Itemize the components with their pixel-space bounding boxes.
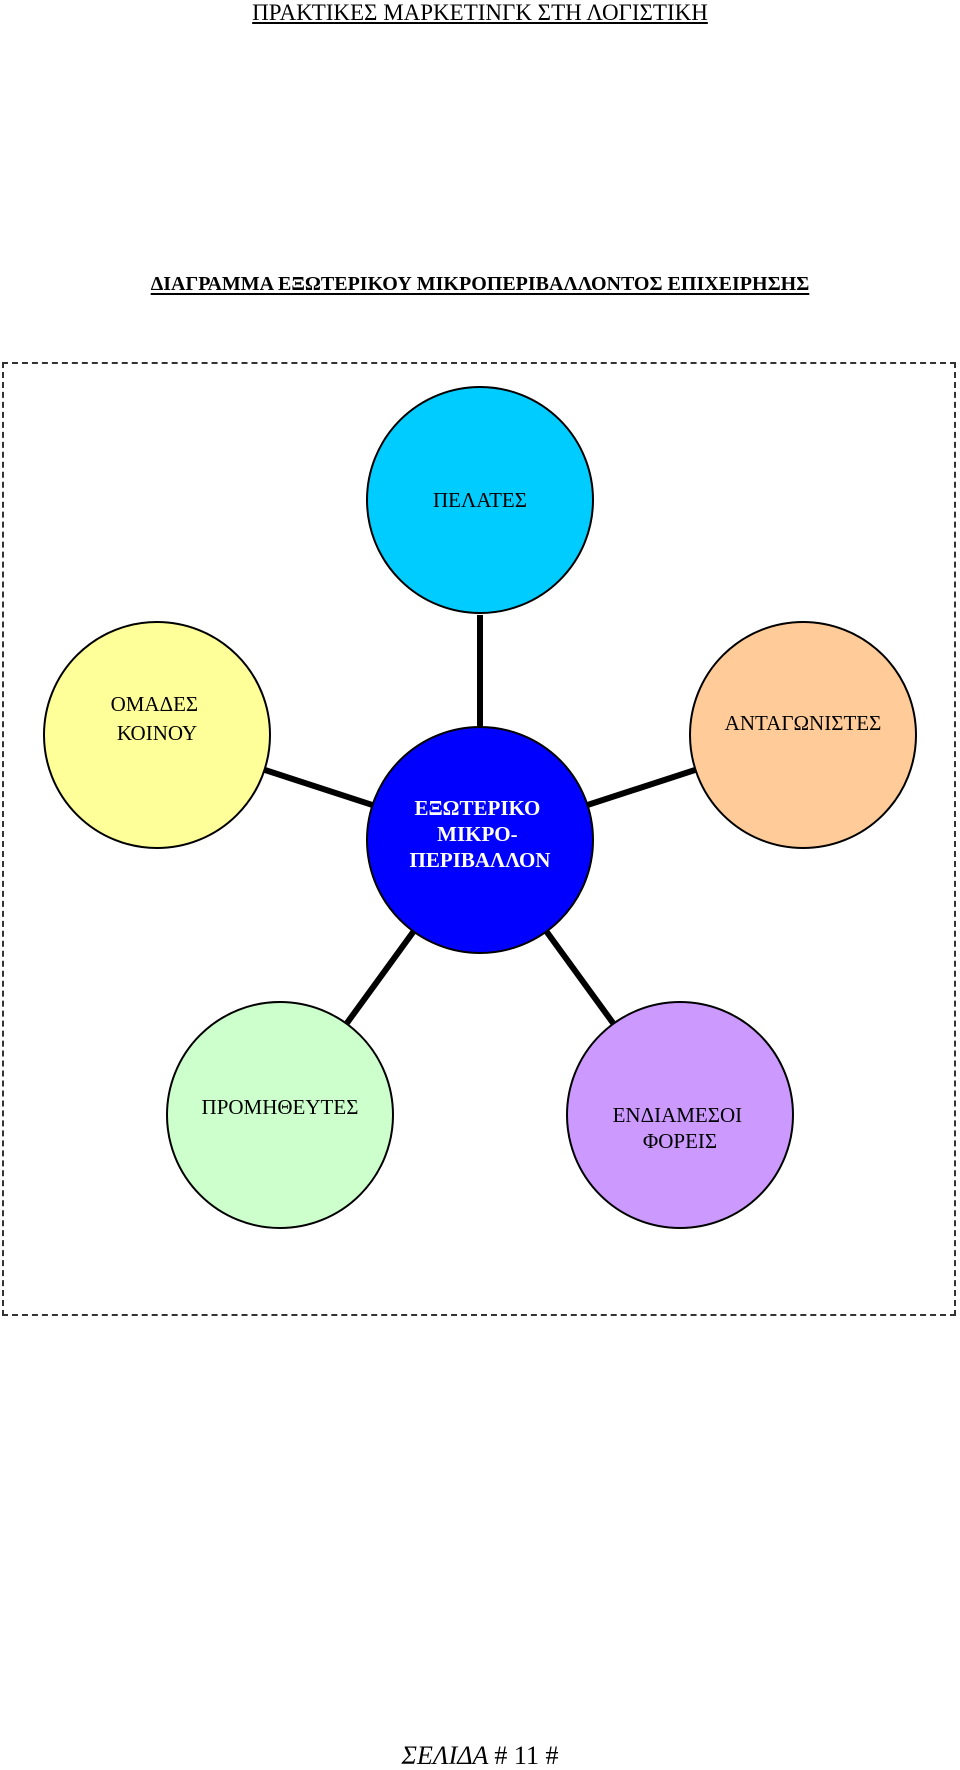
node-center: ΕΞΩΤΕΡΙΚΟ ΜΙΚΡΟ- ΠΕΡΙΒΑΛΛΟΝ xyxy=(366,726,594,954)
node-public-groups-label-line1: ΟΜΑΔΕΣ xyxy=(111,692,199,716)
svg-text:ΠΕΛΑΤΕΣ: ΠΕΛΑΤΕΣ xyxy=(433,488,527,512)
running-header: ΠΡΑΚΤΙΚΕΣ ΜΑΡΚΕΤΙΝΓΚ ΣΤΗ ΛΟΓΙΣΤΙΚΗ xyxy=(252,0,708,25)
node-customers-label: ΠΕΛΑΤΕΣ xyxy=(433,488,527,512)
center-label-line3: ΠΕΡΙΒΑΛΛΟΝ xyxy=(410,848,551,872)
node-customers: ΠΕΛΑΤΕΣ xyxy=(366,386,594,614)
svg-text:ΑΝΤΑΓΩΝΙΣΤΕΣ: ΑΝΤΑΓΩΝΙΣΤΕΣ xyxy=(725,711,882,735)
node-competitors-label: ΑΝΤΑΓΩΝΙΣΤΕΣ xyxy=(725,711,882,735)
page-footer: ΣΕΛΙΔΑ # 11 # xyxy=(0,1742,960,1770)
svg-text:ΟΜΑΔΕΣ ΚΟΙΝΟΥ: ΟΜΑΔΕΣ ΚΟΙΝΟΥ xyxy=(111,692,204,745)
center-label-line2: ΜΙΚΡΟ- xyxy=(437,822,517,846)
diagram-frame xyxy=(2,362,956,1316)
node-intermediaries-label-line1: ΕΝΔΙΑΜΕΣΟΙ xyxy=(613,1103,743,1127)
page-number: # 11 # xyxy=(494,1741,559,1770)
svg-text:ΠΡΟΜΗΘΕΥΤΕΣ: ΠΡΟΜΗΘΕΥΤΕΣ xyxy=(202,1095,359,1119)
node-competitors: ΑΝΤΑΓΩΝΙΣΤΕΣ xyxy=(689,621,917,849)
node-intermediaries: ΕΝΔΙΑΜΕΣΟΙ ΦΟΡΕΙΣ xyxy=(566,1001,794,1229)
diagram-title: ΔΙΑΓΡΑΜΜΑ ΕΞΩΤΕΡΙΚΟΥ ΜΙΚΡΟΠΕΡΙΒΑΛΛΟΝΤΟΣ … xyxy=(150,273,810,295)
center-label-line1: ΕΞΩΤΕΡΙΚΟ xyxy=(414,796,540,820)
page-label: ΣΕΛΙΔΑ xyxy=(401,1741,488,1770)
node-suppliers: ΠΡΟΜΗΘΕΥΤΕΣ xyxy=(166,1001,394,1229)
node-suppliers-label: ΠΡΟΜΗΘΕΥΤΕΣ xyxy=(202,1095,359,1119)
svg-text:ΕΞΩΤΕΡΙΚΟ ΜΙΚΡΟ- Π: ΕΞΩΤΕΡΙΚΟ ΜΙΚΡΟ- ΠΕΡΙΒΑΛΛΟΝ xyxy=(410,796,551,872)
node-intermediaries-label-line2: ΦΟΡΕΙΣ xyxy=(643,1129,717,1153)
svg-text:ΕΝΔΙΑΜΕΣΟΙ ΦΟΡΕΙΣ: ΕΝΔΙΑΜΕΣΟΙ ΦΟΡΕΙΣ xyxy=(613,1103,748,1153)
node-public-groups-label-line2: ΚΟΙΝΟΥ xyxy=(117,721,197,745)
node-public-groups: ΟΜΑΔΕΣ ΚΟΙΝΟΥ xyxy=(43,621,271,849)
